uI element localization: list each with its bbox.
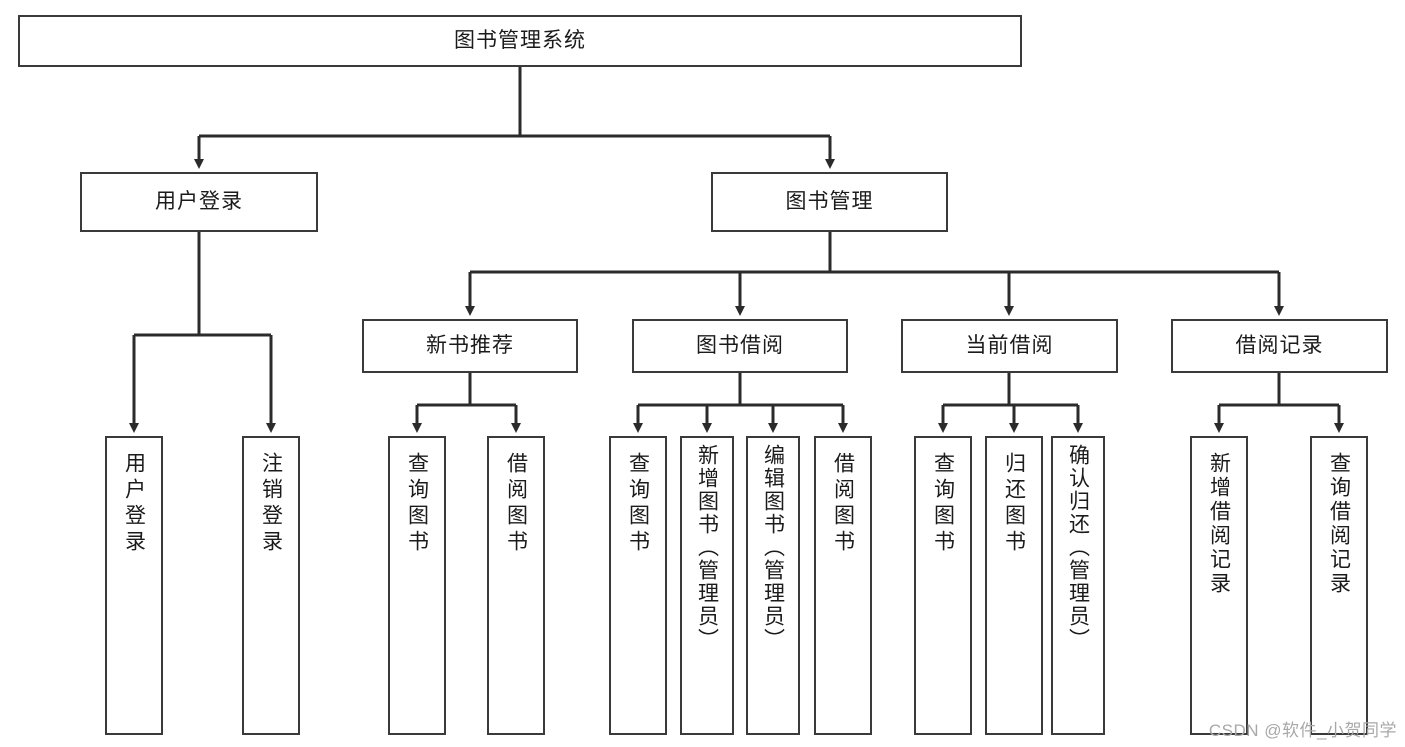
node-current-borrow[interactable]: 当前借阅 [901,319,1118,373]
node-book-manage[interactable]: 图书管理 [711,172,948,232]
node-leaf-confirm-return-admin[interactable]: 确认归还（管理员） [1051,436,1105,735]
node-leaf-query-book-3[interactable]: 查询图书 [914,436,972,735]
node-leaf-return-book-label: 归还图书 [1002,452,1026,556]
node-leaf-confirm-return-admin-label: 确认归还（管理员） [1066,444,1090,651]
node-leaf-add-book-admin[interactable]: 新增图书（管理员） [680,436,734,735]
node-user-login-label: 用户登录 [155,190,243,214]
node-leaf-borrow-book-1[interactable]: 借阅图书 [487,436,545,735]
node-leaf-return-book[interactable]: 归还图书 [985,436,1043,735]
node-leaf-edit-book-admin-label: 编辑图书（管理员） [761,444,785,651]
node-leaf-add-borrow-record-label: 新增借阅记录 [1207,452,1231,596]
node-leaf-logout-login[interactable]: 注销登录 [242,436,300,735]
node-leaf-user-login-label: 用户登录 [122,452,146,556]
node-book-borrow-label: 图书借阅 [696,334,784,358]
node-user-login[interactable]: 用户登录 [80,172,318,232]
node-leaf-query-borrow-record-label: 查询借阅记录 [1327,452,1351,596]
node-leaf-query-book-1-label: 查询图书 [405,452,429,556]
node-root-label: 图书管理系统 [454,29,586,53]
node-leaf-query-borrow-record[interactable]: 查询借阅记录 [1310,436,1368,735]
node-new-book-recommend-label: 新书推荐 [426,334,514,358]
node-leaf-user-login[interactable]: 用户登录 [105,436,163,735]
node-leaf-query-book-2-label: 查询图书 [626,452,650,556]
node-book-manage-label: 图书管理 [785,190,874,214]
node-current-borrow-label: 当前借阅 [965,334,1054,358]
node-leaf-borrow-book-2[interactable]: 借阅图书 [814,436,872,735]
node-borrow-record[interactable]: 借阅记录 [1171,319,1388,373]
node-leaf-query-book-1[interactable]: 查询图书 [388,436,446,735]
node-leaf-add-book-admin-label: 新增图书（管理员） [695,444,719,651]
node-leaf-logout-login-label: 注销登录 [259,452,283,556]
node-root[interactable]: 图书管理系统 [18,15,1022,67]
node-leaf-add-borrow-record[interactable]: 新增借阅记录 [1190,436,1248,735]
node-book-borrow[interactable]: 图书借阅 [632,319,848,373]
node-leaf-borrow-book-1-label: 借阅图书 [504,452,528,556]
node-leaf-edit-book-admin[interactable]: 编辑图书（管理员） [746,436,800,735]
node-leaf-query-book-3-label: 查询图书 [931,452,955,556]
node-borrow-record-label: 借阅记录 [1235,334,1324,358]
node-leaf-borrow-book-2-label: 借阅图书 [831,452,855,556]
node-new-book-recommend[interactable]: 新书推荐 [362,319,578,373]
node-leaf-query-book-2[interactable]: 查询图书 [609,436,667,735]
